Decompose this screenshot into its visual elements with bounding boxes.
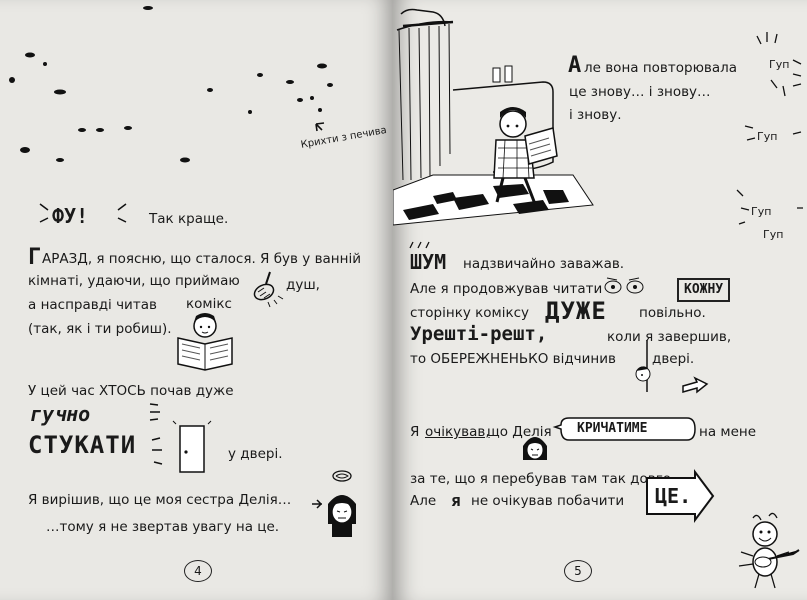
- r-p3-line1b: що Делія: [487, 424, 552, 440]
- this-arrow-shape: [646, 469, 715, 523]
- door-illustration: [151, 420, 212, 473]
- loud-marks: [149, 403, 160, 421]
- r-p3-i: Я: [410, 424, 420, 440]
- p1-line3b: комікс: [186, 296, 232, 312]
- r-p2-line5a: то ОБЕРЕЖНЕНЬКО відчинив: [410, 351, 616, 367]
- every-word-box: КОЖНУ: [677, 278, 731, 302]
- p2-door-text: у двері.: [228, 446, 283, 462]
- shower-icon: [253, 271, 284, 308]
- gup-3: Гуп: [751, 205, 772, 218]
- p1-line2a: кімнаті, удаючи, що приймаю: [28, 273, 240, 289]
- p1-line1: АРАЗД, я поясню, що сталося. Я був у ван…: [42, 251, 361, 267]
- loud-word: гучно: [30, 402, 91, 426]
- r-p1-dropcap: А: [568, 53, 582, 78]
- page-number-left: 4: [184, 560, 212, 582]
- fu-after-text: Так краще.: [149, 211, 229, 227]
- bug-with-guitar-illustration: [738, 512, 800, 589]
- expected-word: очікував,: [425, 424, 490, 440]
- i-word: я: [451, 491, 461, 510]
- p3-line2: …тому я не звертав увагу на це.: [46, 519, 280, 535]
- r-p2-line3b: повільно.: [639, 305, 706, 321]
- right-page: А ле вона повторювала це знову… і знову……: [393, 0, 807, 600]
- gup-vibration-marks: [736, 32, 803, 225]
- boy-reading-comic-illustration: [177, 313, 233, 371]
- peeking-boy-door-illustration: [635, 340, 709, 394]
- noise-word: ШУМ: [410, 250, 447, 274]
- r-p2-line1: надзвичайно заважав.: [463, 256, 625, 272]
- r-p3-line3a: Але: [410, 493, 437, 509]
- p1-dropcap: Г: [28, 245, 42, 270]
- cookie-crumbs-illustration: [9, 6, 333, 163]
- delia-sister-illustration: [312, 470, 356, 537]
- this-word: ЦЕ.: [655, 484, 692, 508]
- p1-line2b: душ,: [286, 277, 320, 293]
- p1-line3a: а насправді читав: [28, 297, 157, 313]
- p3-line1: Я вирішив, що це моя сестра Делія…: [28, 492, 292, 508]
- r-p2-line3a: сторінку коміксу: [410, 305, 530, 321]
- r-p3-line2: за те, що я перебував там так довго.: [410, 471, 676, 487]
- fu-emphasis-marks: [39, 203, 127, 223]
- eyes-icon: [604, 277, 644, 294]
- r-p3-line1c: на мене: [699, 424, 757, 440]
- scream-speech-bubble: [552, 417, 696, 441]
- r-p2-line5b: двері.: [652, 351, 695, 367]
- gup-2: Гуп: [757, 130, 778, 143]
- r-p1-line1: ле вона повторювала: [584, 60, 738, 76]
- gup-1: Гуп: [769, 58, 790, 71]
- very-word: ДУЖЕ: [545, 297, 607, 325]
- p2-line1: У цей час ХТОСЬ почав дуже: [28, 383, 234, 399]
- p1-line4: (так, як і ти робиш).: [28, 321, 172, 337]
- bathroom-boy-reading-illustration: [393, 8, 594, 226]
- r-p3-line3b: не очікував побачити: [471, 493, 625, 509]
- r-p2-line2a: Але я продовжував читати: [410, 281, 603, 297]
- noise-marks: [409, 241, 430, 249]
- r-p1-line3: і знову.: [569, 107, 622, 123]
- r-p2-line4b: коли я завершив,: [607, 329, 732, 345]
- fu-exclamation: ФУ!: [52, 204, 89, 228]
- page-number-right: 5: [564, 560, 592, 582]
- knock-word: СТУКАТИ: [28, 431, 137, 459]
- delia-face-illustration: [523, 437, 547, 460]
- gup-4: Гуп: [763, 228, 784, 241]
- finally-word: Урешті-решт,: [410, 323, 548, 345]
- left-page: Крихти з печива ФУ! Так краще. Г АРАЗД, …: [0, 0, 393, 600]
- scream-word: КРИЧАТИМЕ: [577, 421, 648, 436]
- r-p1-line2: це знову… і знову…: [569, 84, 711, 100]
